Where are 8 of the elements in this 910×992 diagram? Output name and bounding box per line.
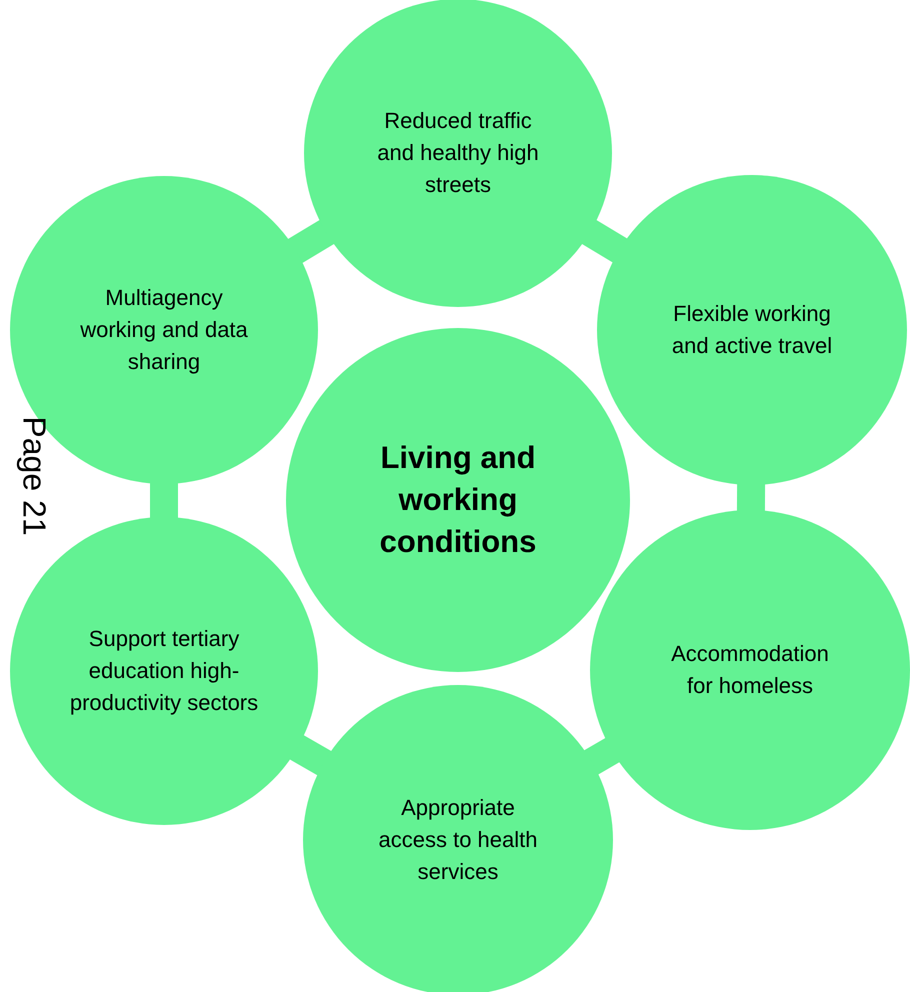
- topic-label: Reduced traffic and healthy high streets: [376, 107, 540, 199]
- center-title: Living and working conditions: [378, 439, 538, 561]
- topic-label: Multiagency working and data sharing: [79, 284, 249, 376]
- topic-label: Support tertiary education high-productivity sectors: [69, 625, 259, 717]
- topic-label: Flexible working and active travel: [670, 300, 834, 360]
- page-number: Page 21: [16, 416, 54, 536]
- topic-label: Accommodation for homeless: [670, 640, 830, 700]
- topic-label: Appropriate access to health services: [378, 794, 538, 886]
